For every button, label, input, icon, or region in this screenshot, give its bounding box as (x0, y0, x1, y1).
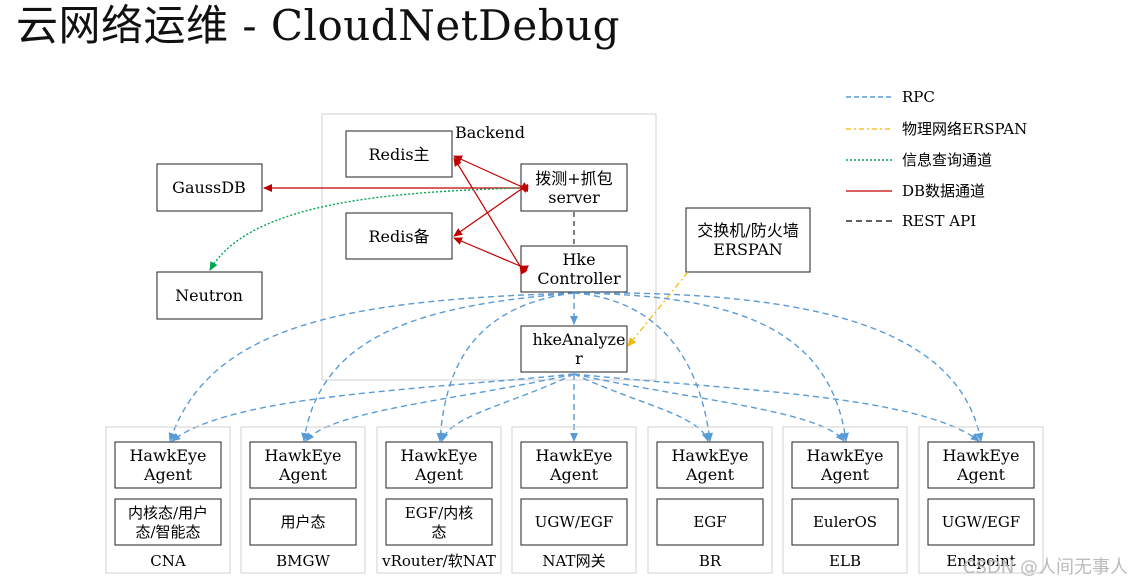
legend-rpc: RPC (846, 88, 935, 106)
hawkeye-agent-label: HawkEye (400, 446, 477, 465)
redis-backup-node: Redis备 (345, 212, 453, 260)
agent-mode-box (385, 498, 493, 546)
gaussdb-node: GaussDB (156, 163, 263, 212)
switch-firewall-node: 交换机/防火墙 ERSPAN (685, 207, 811, 273)
svg-text:REST API: REST API (902, 212, 976, 230)
svg-text:拨测+抓包: 拨测+抓包 (535, 169, 612, 188)
svg-text:Neutron: Neutron (175, 286, 243, 305)
agent-host-box (511, 426, 637, 574)
legend-erspan: 物理网络ERSPAN (846, 120, 1027, 138)
agent-mode-box (791, 498, 899, 546)
svg-text:信息查询通道: 信息查询通道 (902, 151, 992, 169)
svg-text:Controller: Controller (537, 269, 621, 288)
agent-mode-label: UGW/EGF (535, 513, 613, 531)
agent-mode-box (520, 498, 628, 546)
agent-host-name: BR (699, 552, 722, 570)
legend-info: 信息查询通道 (846, 151, 992, 169)
svg-text:GaussDB: GaussDB (172, 178, 246, 197)
neutron-node: Neutron (156, 271, 263, 320)
svg-text:Redis备: Redis备 (368, 227, 429, 246)
agent-mode-label: 态 (431, 523, 446, 541)
agent-host-box (918, 426, 1044, 574)
hawkeye-agent-label: Agent (278, 465, 328, 484)
hawkeye-agent-label: Agent (820, 465, 870, 484)
agent-mode-box (114, 498, 222, 546)
agent-host-box (240, 426, 366, 574)
svg-text:ERSPAN: ERSPAN (713, 240, 783, 259)
agent-host-box (105, 426, 231, 574)
legend-db: DB数据通道 (846, 182, 985, 200)
agent-mode-box (927, 498, 1035, 546)
agent-mode-label: EGF/内核 (405, 504, 473, 522)
hawkeye-agent-box (249, 441, 357, 489)
svg-text:Redis主: Redis主 (368, 145, 429, 164)
svg-text:hkeAnalyze: hkeAnalyze (533, 330, 626, 349)
legend: RPC 物理网络ERSPAN 信息查询通道 DB数据通道 REST API (846, 88, 1027, 230)
hawkeye-agent-box (114, 441, 222, 489)
hke-controller-node: Hke Controller (520, 245, 628, 293)
agent-mode-label: UGW/EGF (942, 513, 1020, 531)
hawkeye-agent-label: Agent (549, 465, 599, 484)
watermark: CSDN @人间无事人 (962, 557, 1128, 578)
svg-text:物理网络ERSPAN: 物理网络ERSPAN (902, 120, 1027, 138)
agent-mode-label: EGF (693, 513, 726, 531)
agent-mode-label: 态/智能态 (135, 523, 200, 541)
info-query-line (209, 187, 519, 271)
hawkeye-agent-box (791, 441, 899, 489)
redis-master-node: Redis主 (345, 130, 453, 178)
agent-host-name: ELB (829, 552, 861, 570)
agent-host-name: CNA (150, 552, 186, 570)
hawkeye-agent-box (385, 441, 493, 489)
erspan-line (627, 271, 689, 347)
agent-mode-box (249, 498, 357, 546)
agent-mode-box (656, 498, 764, 546)
hawkeye-agent-label: HawkEye (535, 446, 612, 465)
agent-mode-label: EulerOS (813, 513, 877, 531)
hawkeye-agent-label: HawkEye (806, 446, 883, 465)
agent-host-name: NAT网关 (542, 552, 605, 570)
page-title: 云网络运维 - CloudNetDebug (16, 1, 621, 50)
hawkeye-agent-label: Agent (956, 465, 1006, 484)
hawkeye-agent-label: HawkEye (129, 446, 206, 465)
svg-text:RPC: RPC (902, 88, 935, 106)
agent-mode-label: 用户态 (280, 513, 325, 531)
agent-host-name: Endpoint (946, 552, 1015, 570)
hawkeye-agent-label: Agent (414, 465, 464, 484)
svg-text:Hke: Hke (562, 250, 595, 269)
agent-mode-label: 内核态/用户 (128, 504, 208, 522)
backend-container (321, 113, 657, 381)
hawkeye-agent-label: HawkEye (671, 446, 748, 465)
legend-rest: REST API (846, 212, 976, 230)
agent-host-name: BMGW (276, 552, 330, 570)
backend-label: Backend (455, 123, 525, 142)
hawkeye-agent-label: HawkEye (942, 446, 1019, 465)
agent-groups: HawkEyeAgent内核态/用户态/智能态CNAHawkEyeAgent用户… (105, 426, 1044, 574)
agent-host-box (782, 426, 908, 574)
hawkeye-agent-box (927, 441, 1035, 489)
hawkeye-agent-box (656, 441, 764, 489)
agent-host-box (647, 426, 773, 574)
svg-text:r: r (575, 349, 583, 368)
hawkeye-agent-label: Agent (685, 465, 735, 484)
svg-text:DB数据通道: DB数据通道 (902, 182, 985, 200)
hawkeye-agent-label: HawkEye (264, 446, 341, 465)
agent-host-box (376, 426, 502, 574)
probe-capture-server-node: 拨测+抓包 server (520, 163, 628, 212)
svg-text:交换机/防火墙: 交换机/防火墙 (697, 221, 798, 240)
hawkeye-agent-box (520, 441, 628, 489)
hke-analyzer-node: hkeAnalyze r (520, 325, 628, 373)
agent-host-name: vRouter/软NAT (381, 552, 496, 570)
hawkeye-agent-label: Agent (143, 465, 193, 484)
db-channel-lines (263, 155, 529, 275)
rpc-lines (168, 292, 984, 442)
svg-text:server: server (548, 188, 600, 207)
